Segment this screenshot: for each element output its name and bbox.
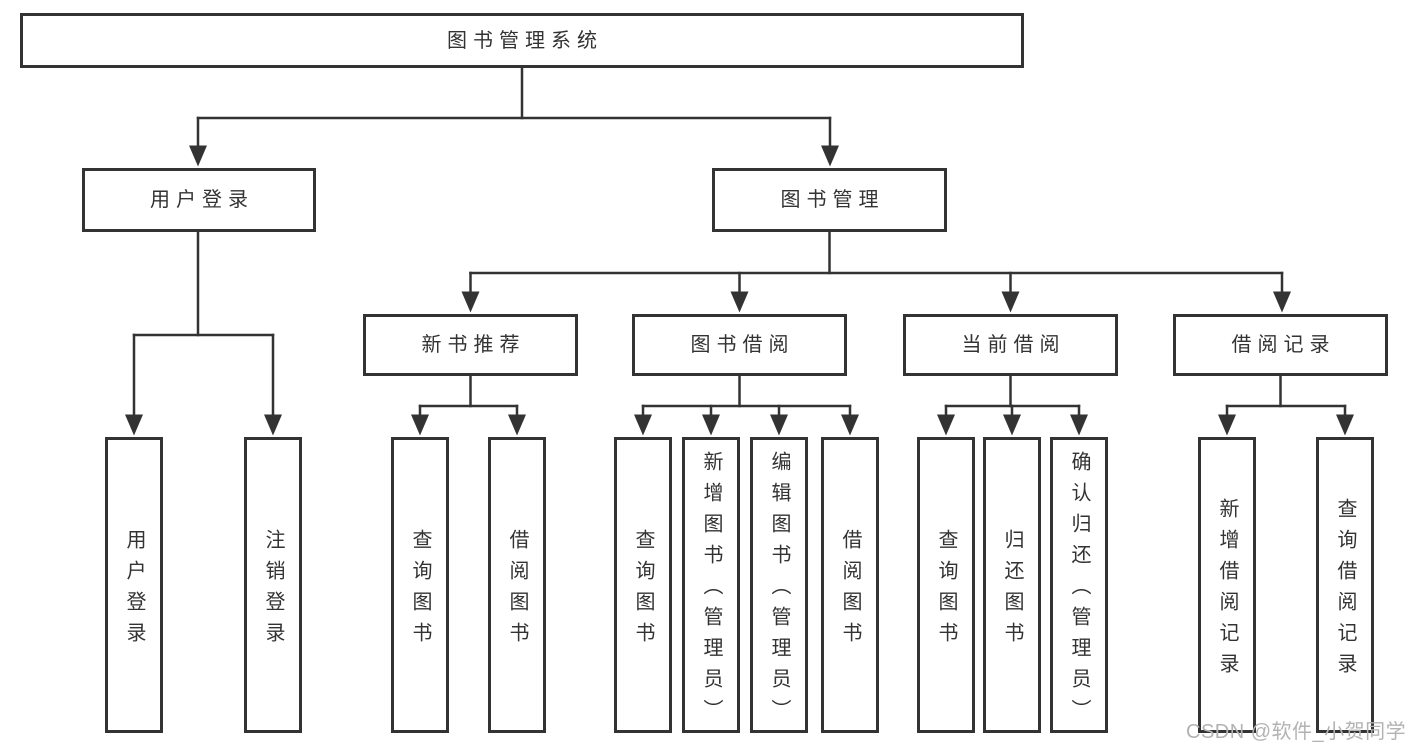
leaf-return-books: 归还图书 <box>983 437 1041 733</box>
node-borrow-records-label: 借阅记录 <box>1231 334 1336 356</box>
leaf-user-login: 用户登录 <box>105 437 163 733</box>
leaf-confirm-return-admin: 确认归还（管理员） <box>1050 437 1108 733</box>
leaf-add-books-admin: 新增图书（管理员） <box>682 437 740 733</box>
node-user-login-module: 用户登录 <box>82 168 316 232</box>
node-current-borrow: 当前借阅 <box>903 314 1118 376</box>
leaf-return-books-label: 归还图书 <box>1001 528 1023 653</box>
node-current-borrow-label: 当前借阅 <box>961 334 1066 356</box>
leaf-add-borrow-record: 新增借阅记录 <box>1198 437 1256 733</box>
node-new-book-recommend-label: 新书推荐 <box>421 334 526 356</box>
leaf-add-borrow-record-label: 新增借阅记录 <box>1216 497 1238 684</box>
node-book-management-module: 图书管理 <box>712 168 947 232</box>
leaf-confirm-return-admin-label: 确认归还（管理员） <box>1068 451 1090 730</box>
leaf-logout-label: 注销登录 <box>262 528 284 653</box>
node-book-borrow-label: 图书借阅 <box>690 334 795 356</box>
leaf-recommend-query-books: 查询图书 <box>391 437 449 733</box>
leaf-query-borrow-record-label: 查询借阅记录 <box>1334 497 1356 684</box>
leaf-add-books-admin-label: 新增图书（管理员） <box>700 451 722 730</box>
leaf-current-query-books-label: 查询图书 <box>935 528 957 653</box>
leaf-logout: 注销登录 <box>244 437 302 733</box>
leaf-user-login-label: 用户登录 <box>123 528 145 653</box>
leaf-borrow-books-label: 借阅图书 <box>839 528 861 653</box>
leaf-recommend-borrow-books-label: 借阅图书 <box>506 528 528 653</box>
leaf-recommend-query-books-label: 查询图书 <box>409 528 431 653</box>
leaf-edit-books-admin-label: 编辑图书（管理员） <box>768 451 790 730</box>
node-user-login-label: 用户登录 <box>150 189 254 211</box>
leaf-borrow-books: 借阅图书 <box>821 437 879 733</box>
leaf-current-query-books: 查询图书 <box>917 437 975 733</box>
node-new-book-recommend: 新书推荐 <box>363 314 578 376</box>
leaf-recommend-borrow-books: 借阅图书 <box>488 437 546 733</box>
node-book-borrow: 图书借阅 <box>632 314 847 376</box>
leaf-query-borrow-record: 查询借阅记录 <box>1316 437 1374 733</box>
csdn-watermark: CSDN @软件_小贺同学 <box>1186 721 1405 743</box>
node-root-label: 图书管理系统 <box>447 29 603 52</box>
node-root-library-system: 图书管理系统 <box>20 13 1024 68</box>
node-borrow-records: 借阅记录 <box>1173 314 1388 376</box>
leaf-edit-books-admin: 编辑图书（管理员） <box>750 437 808 733</box>
node-book-management-label: 图书管理 <box>780 189 885 211</box>
leaf-borrow-query-books: 查询图书 <box>614 437 672 733</box>
leaf-borrow-query-books-label: 查询图书 <box>632 528 654 653</box>
